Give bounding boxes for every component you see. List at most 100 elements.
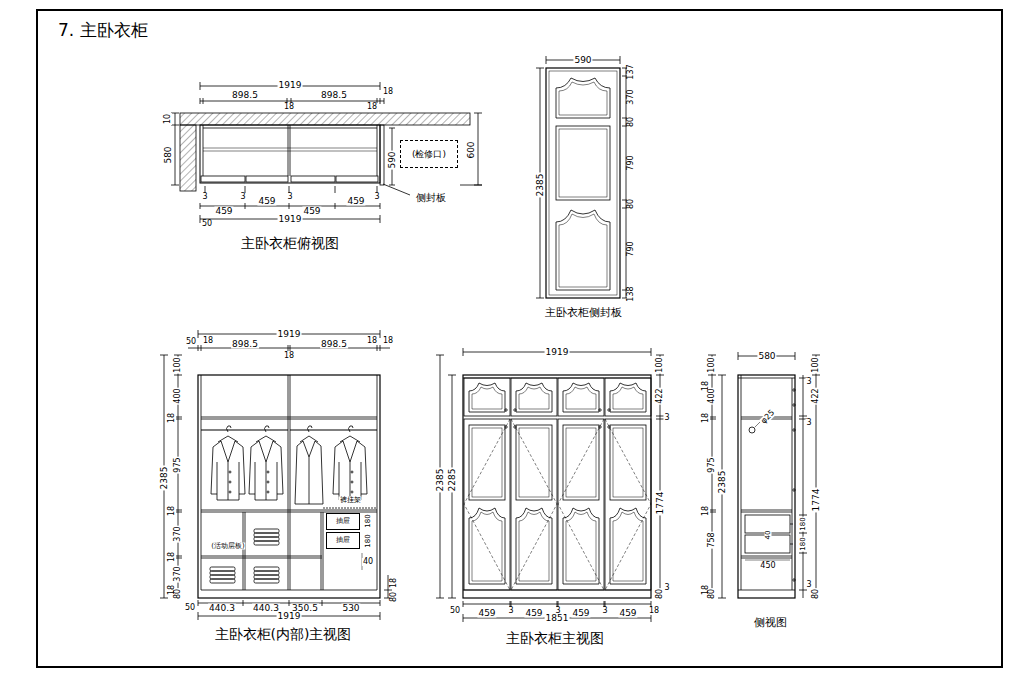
node-text: (检修口) <box>412 150 446 159</box>
part-label: 裤挂架 <box>339 497 362 504</box>
dimension-label: 18 <box>168 412 176 424</box>
dimension-label: 18 <box>390 577 398 589</box>
node-text: 抽屉 <box>336 537 350 544</box>
dimension-label: 790 <box>627 154 635 171</box>
dimension-label: 600 <box>467 140 476 159</box>
dimension-label: 370 <box>174 565 182 582</box>
dimension-label: 80 <box>174 588 182 600</box>
dimension-label: 459 <box>524 609 543 618</box>
dimension-label: 100 <box>656 356 664 373</box>
dimension-label: 100 <box>812 356 820 373</box>
dimension-label: 580 <box>164 145 173 164</box>
dimension-label: 400 <box>174 387 182 404</box>
dimension-label: 137 <box>627 63 635 80</box>
dimension-label: 898.5 <box>320 340 348 349</box>
dimension-label: 530 <box>341 604 360 613</box>
drawer: 抽屉 <box>326 532 360 549</box>
dimension-label: 3 <box>507 607 514 615</box>
dimension-label: 50 <box>185 338 197 346</box>
dimension-label: 80 <box>708 588 716 600</box>
dimension-label: 898.5 <box>231 340 259 349</box>
dimension-label: 370 <box>627 88 635 105</box>
dimension-label: 590 <box>388 150 397 169</box>
dimension-label: 590 <box>573 56 592 65</box>
part-label: 侧封板 <box>415 193 447 203</box>
dimension-label: 180 <box>365 533 372 548</box>
dimension-label: 180 <box>800 536 807 551</box>
dimension-label: 1919 <box>278 81 303 90</box>
dimension-label: 2385 <box>718 470 727 495</box>
dimension-label: 459 <box>346 197 365 206</box>
dimension-label: 459 <box>302 207 321 216</box>
dimension-label: 1851 <box>545 614 570 623</box>
sheet-title: 7. 主卧衣柜 <box>58 22 148 39</box>
dimension-label: 2385 <box>536 173 545 198</box>
dimension-label: 1919 <box>545 348 570 357</box>
dimension-label: 2285 <box>448 468 457 493</box>
node-text: 抽屉 <box>336 518 350 525</box>
dimension-label: 790 <box>627 240 635 257</box>
dimension-label: 758 <box>708 531 716 548</box>
dimension-label: 18 <box>202 337 214 345</box>
dimension-label: 2385 <box>436 468 445 493</box>
dimension-label: 100 <box>708 356 716 373</box>
dimension-label: 40 <box>362 558 374 566</box>
dimension-label: 3 <box>663 414 670 422</box>
dimension-label: 18 <box>168 505 176 517</box>
dimension-label: 2385 <box>160 466 169 491</box>
dimension-label: 18 <box>702 505 710 517</box>
dimension-label: 18 <box>382 337 394 345</box>
dimension-label: 3 <box>663 584 670 592</box>
dimension-label: 3 <box>239 193 246 201</box>
dimension-label: 459 <box>571 609 590 618</box>
dimension-label: 459 <box>618 609 637 618</box>
dimension-label: 450 <box>759 562 776 570</box>
dimension-label: 180 <box>800 516 807 531</box>
dimension-label: 80 <box>627 116 635 128</box>
dimension-label: 459 <box>257 197 276 206</box>
dimension-label: 80 <box>812 588 820 600</box>
dimension-label: 18 <box>283 103 295 111</box>
dimension-label: 18 <box>366 103 378 111</box>
dimension-label: 138 <box>627 285 635 302</box>
dimension-label: 459 <box>214 207 233 216</box>
dimension-label: 80 <box>390 591 398 603</box>
dimension-label: 898.5 <box>320 91 348 100</box>
dimension-label: 975 <box>708 456 716 473</box>
dimension-label: 100 <box>174 356 182 373</box>
dimension-label: 180 <box>365 513 372 528</box>
dimension-label: 1919 <box>277 612 302 621</box>
dimension-label: 3 <box>373 193 380 201</box>
dimension-label: 370 <box>174 525 182 542</box>
dimension-label: 898.5 <box>231 91 259 100</box>
dimension-label: 422 <box>812 387 820 404</box>
dimension-label: 50 <box>449 607 461 615</box>
dimension-label: 400 <box>708 387 716 404</box>
part-label: (活动层板) <box>210 543 245 550</box>
dimension-label: 18 <box>283 352 295 360</box>
drawer: 抽屉 <box>326 513 360 530</box>
dimension-label: 10 <box>164 113 172 125</box>
view-caption: 侧视图 <box>753 617 788 628</box>
dimension-label: 3 <box>601 607 608 615</box>
dimension-label: 3 <box>286 193 293 201</box>
dimension-label: 422 <box>656 387 664 404</box>
dimension-label: 975 <box>174 456 182 473</box>
view-caption: 主卧衣柜俯视图 <box>240 236 340 250</box>
dimension-label: 3 <box>805 419 812 427</box>
dimension-label: 80 <box>627 198 635 210</box>
dimension-label: 1774 <box>812 488 821 513</box>
dimension-label: 50 <box>201 220 213 228</box>
dimension-label: 18 <box>702 412 710 424</box>
dimension-label: 1919 <box>278 215 303 224</box>
dimension-label: 18 <box>366 337 378 345</box>
dimension-label: 40 <box>765 530 772 541</box>
dimension-label: 580 <box>757 352 776 361</box>
dimension-label: 3 <box>805 378 812 386</box>
dimension-label: 18 <box>168 551 176 563</box>
dimension-label: 50 <box>184 604 196 612</box>
dimension-label: 3 <box>201 193 208 201</box>
dimension-label: 18 <box>382 88 394 96</box>
dimension-label: 18 <box>648 607 660 615</box>
dimension-label: 80 <box>656 588 664 600</box>
